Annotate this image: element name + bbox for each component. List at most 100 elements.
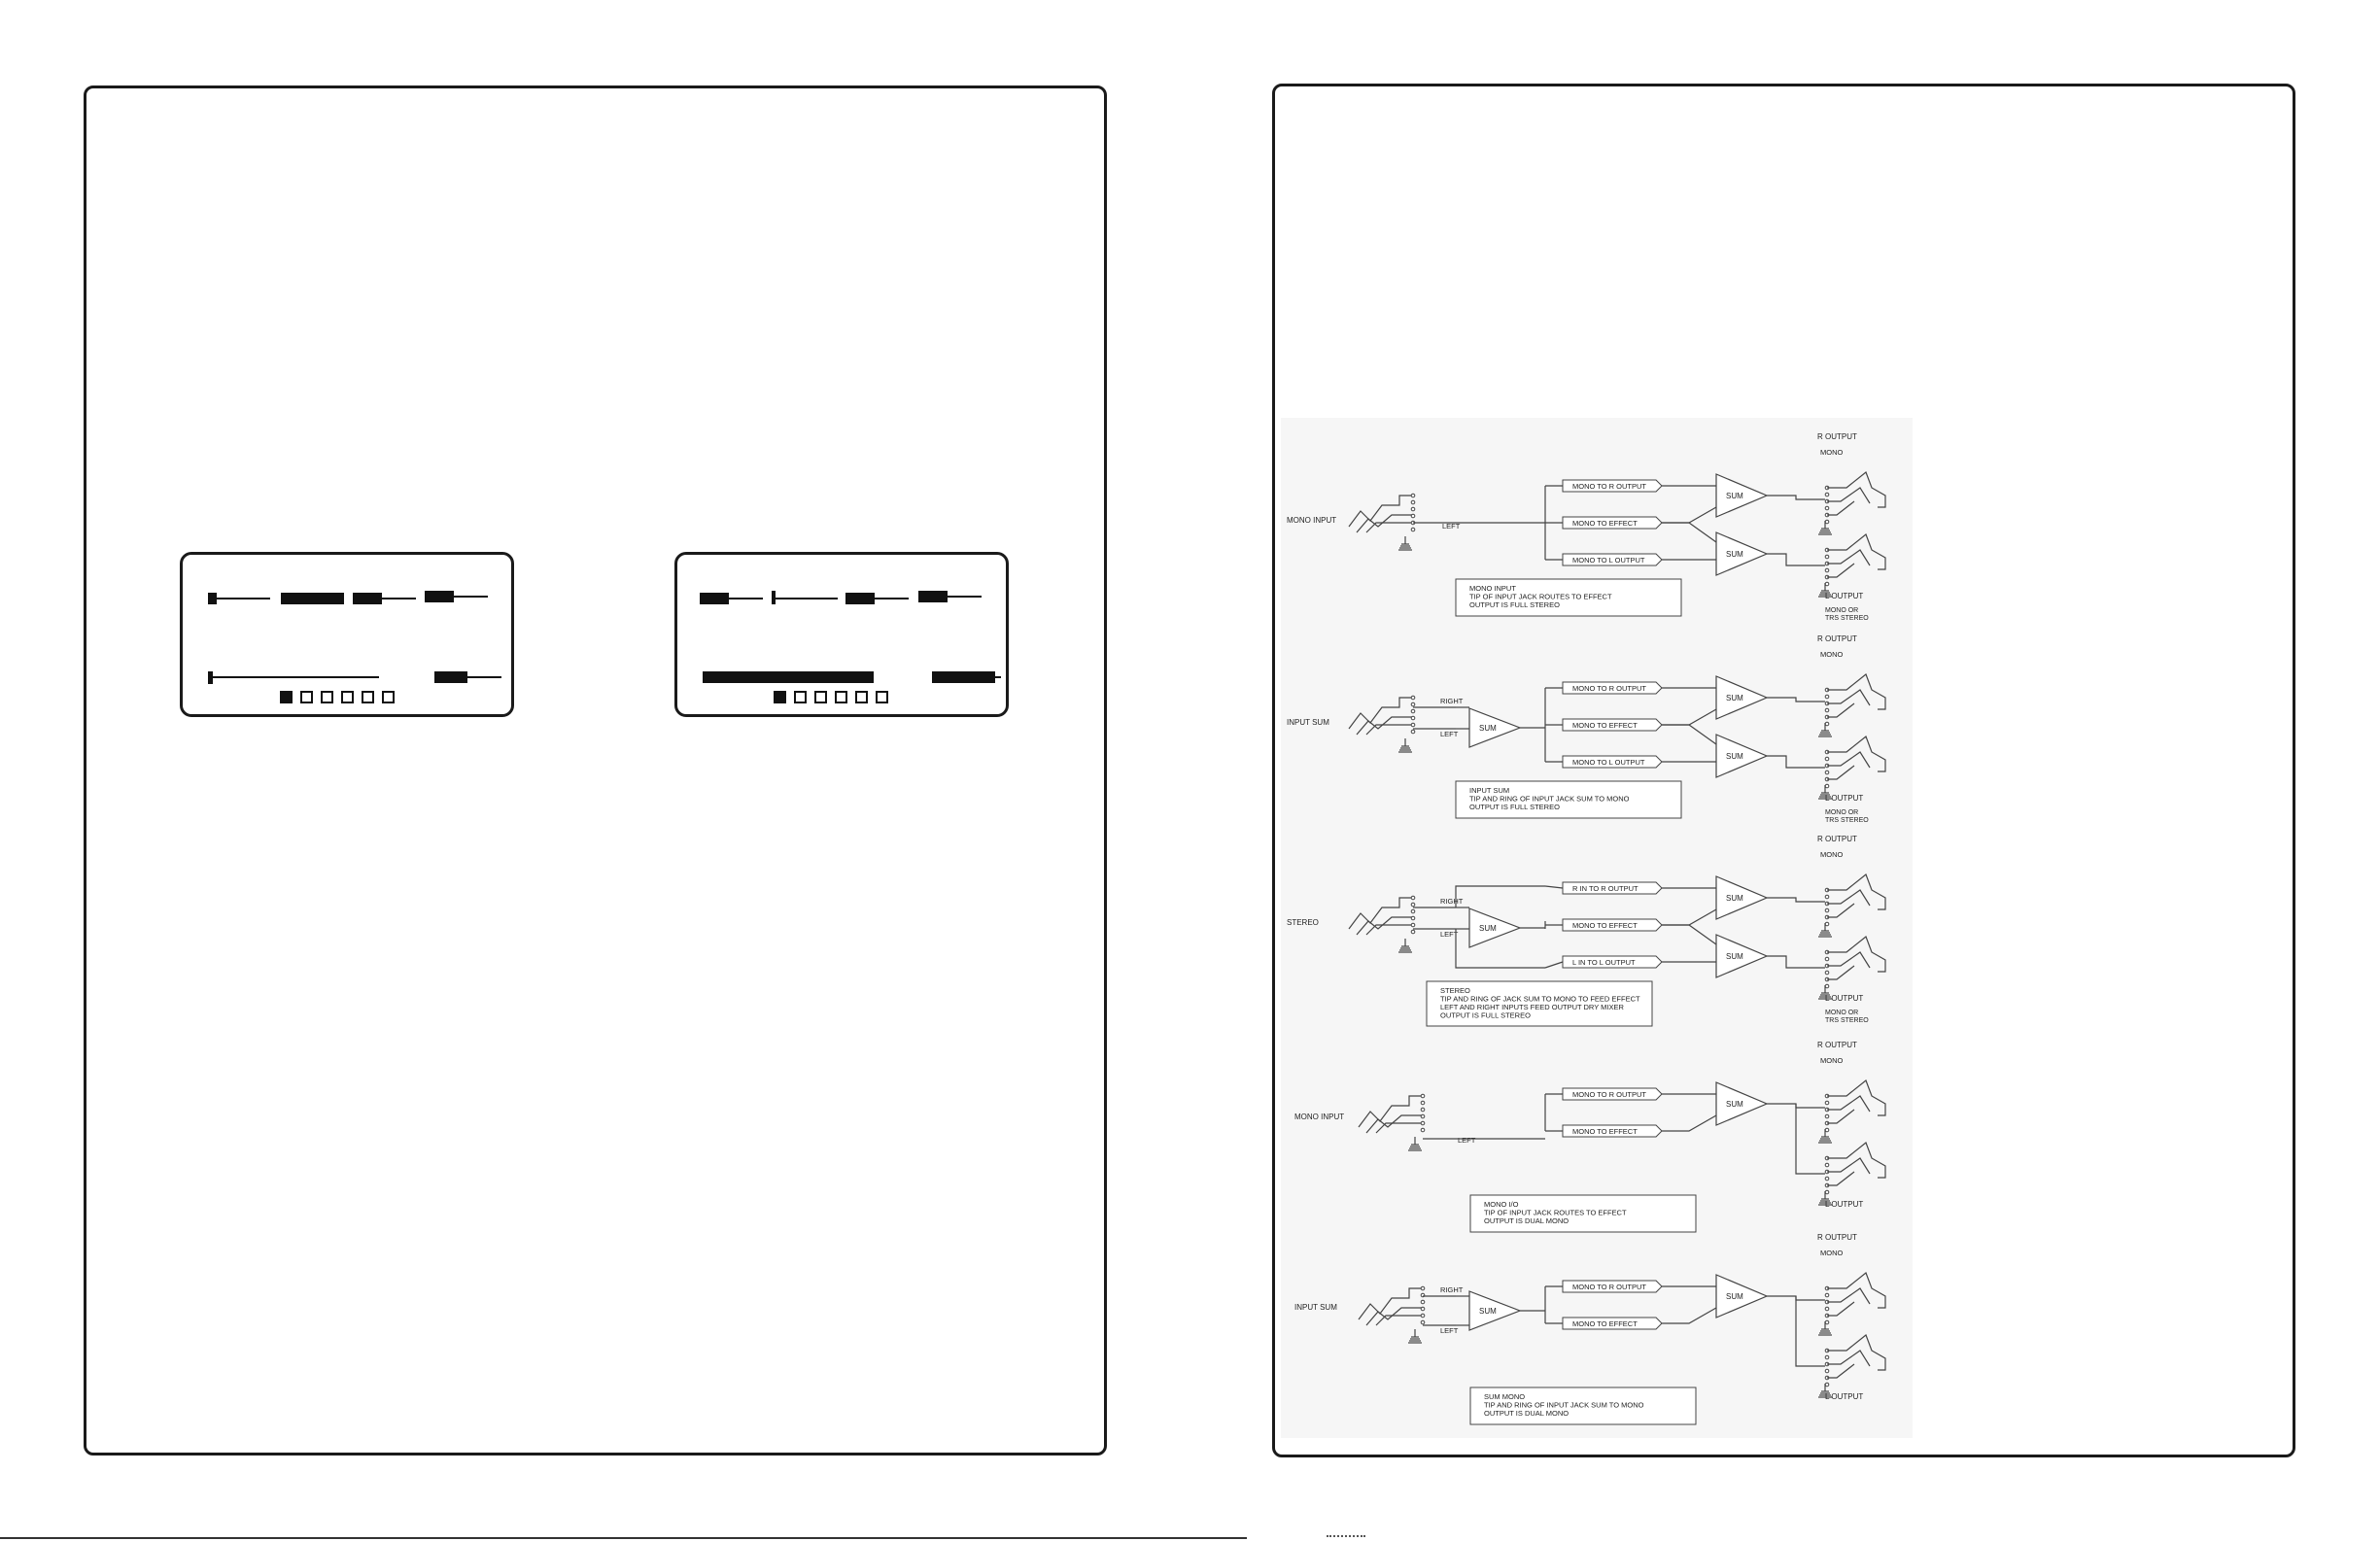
wire bbox=[1767, 553, 1825, 566]
lcd-display-2 bbox=[674, 552, 1009, 717]
input-label-left: LEFT bbox=[1440, 1326, 1459, 1335]
sum-amplifier bbox=[1468, 1290, 1522, 1331]
path-label: MONO TO EFFECT bbox=[1572, 721, 1638, 730]
wire bbox=[1767, 755, 1825, 769]
output-label-r: R OUTPUT bbox=[1817, 1041, 1857, 1049]
jack-terminal bbox=[1824, 921, 1830, 927]
jack-terminal bbox=[1410, 908, 1416, 914]
path-box bbox=[1562, 755, 1663, 769]
sum-label: SUM bbox=[1726, 1100, 1743, 1109]
jack-terminal bbox=[1824, 1100, 1830, 1106]
sum-label: SUM bbox=[1726, 894, 1743, 903]
jack-terminal bbox=[1410, 708, 1416, 714]
path-label: MONO TO EFFECT bbox=[1572, 519, 1638, 528]
jack-terminal bbox=[1824, 1189, 1830, 1195]
note-line: MONO I/O bbox=[1484, 1200, 1519, 1209]
note-line: TIP AND RING OF INPUT JACK SUM TO MONO bbox=[1484, 1401, 1644, 1410]
sum-label: SUM bbox=[1479, 924, 1497, 933]
jack-contact bbox=[1365, 924, 1413, 936]
path-label: MONO TO R OUTPUT bbox=[1572, 684, 1646, 693]
wire bbox=[1767, 495, 1825, 500]
output-label-r: R OUTPUT bbox=[1817, 1233, 1857, 1242]
jack-contact bbox=[1827, 533, 1886, 570]
jack-contact bbox=[1356, 716, 1413, 736]
path-box bbox=[1562, 516, 1663, 530]
jack-contact bbox=[1827, 951, 1871, 969]
path-box bbox=[1562, 718, 1663, 732]
path-box bbox=[1562, 918, 1663, 932]
jack-terminal bbox=[1420, 1306, 1426, 1312]
output-sub-r: MONO bbox=[1820, 1056, 1843, 1065]
footer-mark bbox=[1327, 1535, 1365, 1541]
jack-terminal bbox=[1824, 1127, 1830, 1133]
jack-contact bbox=[1827, 1363, 1855, 1379]
jack-contact bbox=[1827, 1334, 1886, 1371]
note-line: STEREO bbox=[1440, 986, 1470, 995]
sum-label: SUM bbox=[1726, 952, 1743, 961]
wire bbox=[1662, 1114, 1717, 1132]
wire bbox=[1662, 1307, 1717, 1324]
jack-contact bbox=[1827, 702, 1855, 718]
lcd-2-segments bbox=[700, 591, 1001, 703]
jack-terminal bbox=[1420, 1093, 1426, 1099]
path-box bbox=[1562, 955, 1663, 969]
footer-rule bbox=[0, 1537, 1247, 1539]
output-sub-r: MONO bbox=[1820, 650, 1843, 659]
input-label-right: RIGHT bbox=[1440, 697, 1464, 705]
jack-contact bbox=[1375, 1315, 1423, 1326]
jack-terminal bbox=[1824, 983, 1830, 989]
wire bbox=[1795, 1104, 1825, 1175]
jack-contact bbox=[1365, 1114, 1423, 1134]
jack-contact bbox=[1827, 471, 1886, 508]
sum-amplifier bbox=[1715, 1081, 1769, 1126]
output-label-l: L OUTPUT bbox=[1825, 794, 1863, 803]
jack-terminal bbox=[1824, 1176, 1830, 1181]
jack-contact bbox=[1827, 1109, 1855, 1124]
wire bbox=[1662, 708, 1717, 726]
output-sub-r: MONO bbox=[1820, 448, 1843, 457]
input-label-left: LEFT bbox=[1440, 930, 1459, 939]
note-line: TIP OF INPUT JACK ROUTES TO EFFECT bbox=[1469, 593, 1612, 601]
input-label-right: RIGHT bbox=[1440, 897, 1464, 906]
jack-contact bbox=[1827, 549, 1871, 566]
wire bbox=[1795, 1296, 1825, 1367]
sum-amplifier bbox=[1715, 734, 1769, 778]
jack-terminal bbox=[1824, 694, 1830, 700]
note-line: OUTPUT IS DUAL MONO bbox=[1484, 1409, 1569, 1418]
jack-contact bbox=[1827, 765, 1855, 780]
sum-amplifier bbox=[1715, 675, 1769, 720]
jack-terminal bbox=[1824, 770, 1830, 775]
jack-contact bbox=[1356, 916, 1413, 936]
output-label-l: L OUTPUT bbox=[1825, 1392, 1863, 1401]
jack-contact bbox=[1827, 936, 1886, 973]
jack-terminal bbox=[1824, 783, 1830, 789]
lcd-1-segments bbox=[208, 591, 501, 703]
path-label: MONO TO R OUTPUT bbox=[1572, 1090, 1646, 1099]
jack-terminal bbox=[1420, 1120, 1426, 1126]
wire bbox=[1767, 697, 1825, 702]
jack-terminal bbox=[1824, 721, 1830, 727]
wire bbox=[1455, 885, 1545, 907]
jack-terminal bbox=[1824, 1162, 1830, 1168]
wire bbox=[1662, 908, 1717, 926]
wire bbox=[1662, 522, 1717, 543]
jack-terminal bbox=[1824, 1319, 1830, 1325]
jack-terminal bbox=[1824, 756, 1830, 762]
left-panel bbox=[84, 86, 1107, 1455]
jack-terminal bbox=[1410, 702, 1416, 707]
input-mode-label: INPUT SUM bbox=[1294, 1303, 1337, 1312]
input-label-left: LEFT bbox=[1458, 1136, 1476, 1145]
path-label: R IN TO R OUTPUT bbox=[1572, 884, 1638, 893]
path-box bbox=[1562, 1124, 1663, 1138]
jack-contact bbox=[1348, 697, 1413, 730]
jack-terminal bbox=[1824, 970, 1830, 976]
note-line: INPUT SUM bbox=[1469, 786, 1509, 795]
note-line: SUM MONO bbox=[1484, 1392, 1525, 1401]
sum-amplifier bbox=[1715, 934, 1769, 978]
note-line: OUTPUT IS FULL STEREO bbox=[1469, 803, 1560, 811]
path-box bbox=[1562, 1280, 1663, 1293]
jack-terminal bbox=[1824, 707, 1830, 713]
input-label-left: LEFT bbox=[1442, 522, 1461, 531]
